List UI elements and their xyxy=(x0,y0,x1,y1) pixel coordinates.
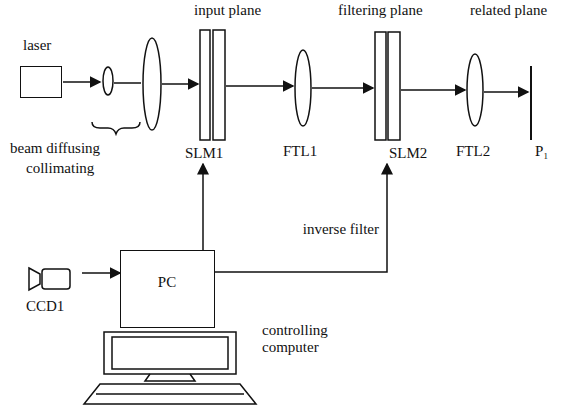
signal-wire xyxy=(202,164,204,250)
brace xyxy=(92,122,140,134)
node-0: laser xyxy=(20,66,62,98)
diffusing-lens xyxy=(103,67,113,95)
camera-body xyxy=(42,269,70,289)
part-label: FTL2 xyxy=(456,143,490,160)
ftl2-lens xyxy=(467,54,483,126)
beam-line xyxy=(114,82,141,84)
beam-arrow xyxy=(312,87,373,89)
node-text: CCD1 xyxy=(26,298,64,315)
beam-arrow xyxy=(226,85,293,87)
slm1-plate xyxy=(213,30,225,140)
node-text: laser xyxy=(23,37,51,54)
camera-icon xyxy=(26,260,76,296)
beam-arrow xyxy=(162,83,198,85)
monitor-stand xyxy=(145,374,195,381)
monitor-screen xyxy=(112,337,228,369)
node-3: PC xyxy=(120,250,215,328)
slm2-plate xyxy=(388,32,400,140)
part-label: related plane xyxy=(470,2,547,19)
slm1-plate xyxy=(200,30,210,140)
slm2-plate xyxy=(375,32,386,140)
beam-arrow xyxy=(484,91,528,93)
collimating-lens xyxy=(143,38,161,130)
part-label: P₁ xyxy=(535,143,549,160)
part-label: collimating xyxy=(26,160,94,177)
keyboard-row xyxy=(96,393,244,395)
node-text: SLM1 xyxy=(185,145,223,162)
keyboard xyxy=(84,384,256,404)
signal-wire xyxy=(82,272,120,274)
related-plane xyxy=(530,66,532,140)
node-text: PC xyxy=(158,274,176,291)
edge-label: inverse filter xyxy=(301,221,381,238)
node-text: filtering plane xyxy=(338,2,423,19)
monitor xyxy=(104,332,236,374)
node-4: CCD1 xyxy=(22,256,82,318)
ftl1-lens xyxy=(295,50,311,126)
node-2: filtering planeSLM2 xyxy=(336,2,461,164)
signal-wire xyxy=(215,164,387,272)
node-text: SLM2 xyxy=(389,145,427,162)
node-1: input planeSLM1 xyxy=(180,2,300,164)
beam-arrow xyxy=(63,81,100,83)
node-text: input plane xyxy=(194,2,261,19)
camera-lens xyxy=(29,268,40,290)
beam-arrow xyxy=(401,89,465,91)
part-label: FTL1 xyxy=(283,143,317,160)
part-label: controlling computer xyxy=(262,322,346,357)
part-label: beam diffusing xyxy=(10,140,100,157)
